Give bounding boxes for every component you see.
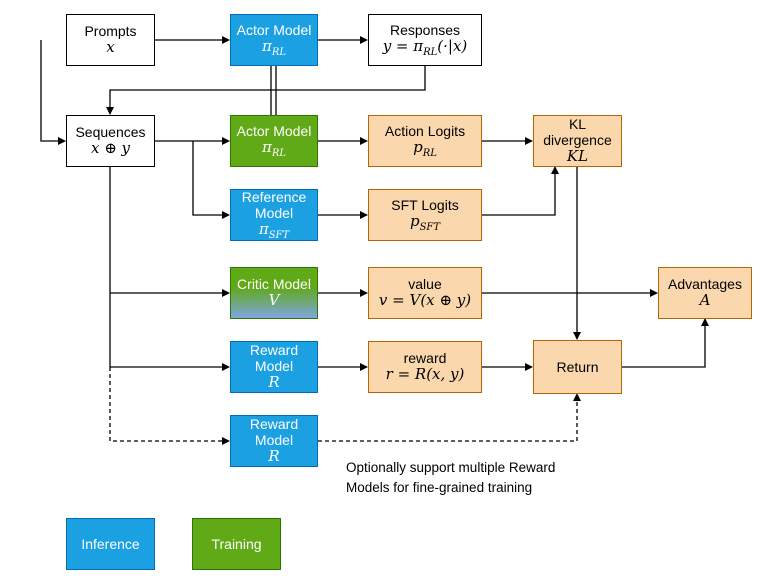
- return-node: Return: [533, 340, 622, 394]
- kl-title: KL divergence: [543, 116, 612, 149]
- arrow-sequences-to-reference: [192, 141, 230, 219]
- actor-model-inference-node: Actor Model πRL: [230, 14, 318, 66]
- arrow-optional-to-reward-model-2: [109, 367, 230, 445]
- arrow-responses-to-sequences: [106, 66, 426, 115]
- optional-note: Optionally support multiple Reward Model…: [346, 458, 555, 497]
- critic-title: Critic Model: [237, 276, 311, 293]
- action-logits-title: Action Logits: [384, 122, 466, 139]
- critic-model-node: Critic Model V: [230, 267, 318, 319]
- optional-note-line2: Models for fine-grained training: [346, 479, 533, 495]
- reward-model-2-node: Reward Model R: [230, 415, 318, 467]
- arrow-return-to-advantages: [622, 318, 709, 368]
- sequences-title: Sequences: [75, 124, 146, 141]
- reward-node: reward r = R(x, y): [368, 341, 482, 393]
- advantages-node: Advantages A: [658, 267, 752, 319]
- legend-training: Training: [192, 518, 281, 570]
- actor-model-training-node: Actor Model πRL: [230, 115, 318, 167]
- actor-training-title: Actor Model: [236, 122, 312, 139]
- advantages-math: A: [699, 291, 711, 310]
- actor-inference-title: Actor Model: [236, 21, 312, 38]
- kl-math: KL: [566, 147, 589, 166]
- reference-title: Reference Model: [241, 188, 307, 221]
- value-node: value v = V(x ⊕ y): [368, 267, 482, 319]
- reward-model-math: R: [268, 373, 280, 392]
- sft-logits-title: SFT Logits: [391, 196, 459, 213]
- value-title: value: [408, 276, 442, 293]
- actor-inference-math: πRL: [261, 36, 287, 58]
- reward-model-2-math: R: [268, 447, 280, 466]
- actor-training-math: πRL: [261, 137, 287, 159]
- action-logits-math: pRL: [413, 137, 437, 159]
- kl-divergence-node: KL divergence KL: [533, 115, 622, 167]
- reward-math: r = R(x, y): [385, 365, 465, 384]
- critic-math: V: [268, 291, 280, 310]
- responses-title: Responses: [389, 21, 461, 38]
- reward-model-2-title: Reward Model: [249, 416, 299, 449]
- responses-node: Responses y = πRL(·|x): [368, 14, 482, 66]
- optional-note-line1: Optionally support multiple Reward: [346, 460, 556, 475]
- sft-logits-node: SFT Logits pSFT: [368, 189, 482, 241]
- prompts-title: Prompts: [84, 23, 137, 40]
- legend-inference: Inference: [66, 518, 155, 570]
- responses-math: y = πRL(·|x): [382, 36, 468, 58]
- action-logits-node: Action Logits pRL: [368, 115, 482, 167]
- sft-logits-math: pSFT: [409, 211, 441, 233]
- arrow-sft-to-kl: [482, 166, 559, 216]
- prompts-math: x: [106, 38, 115, 57]
- return-title: Return: [556, 358, 599, 375]
- arrow-prompts-to-sequences: [40, 40, 66, 145]
- sequences-math: x ⊕ y: [90, 139, 131, 158]
- reward-model-node: Reward Model R: [230, 341, 318, 393]
- arrow-optional-reward-model-2-to-return: [318, 393, 581, 442]
- reward-title: reward: [403, 350, 447, 367]
- prompts-node: Prompts x: [66, 14, 155, 66]
- reference-math: πSFT: [258, 219, 290, 241]
- reference-model-node: Reference Model πSFT: [230, 189, 318, 241]
- advantages-title: Advantages: [668, 276, 742, 293]
- value-math: v = V(x ⊕ y): [378, 291, 472, 310]
- actor-weight-sync: [270, 66, 277, 115]
- reward-model-title: Reward Model: [249, 342, 299, 375]
- sequences-node: Sequences x ⊕ y: [66, 115, 155, 167]
